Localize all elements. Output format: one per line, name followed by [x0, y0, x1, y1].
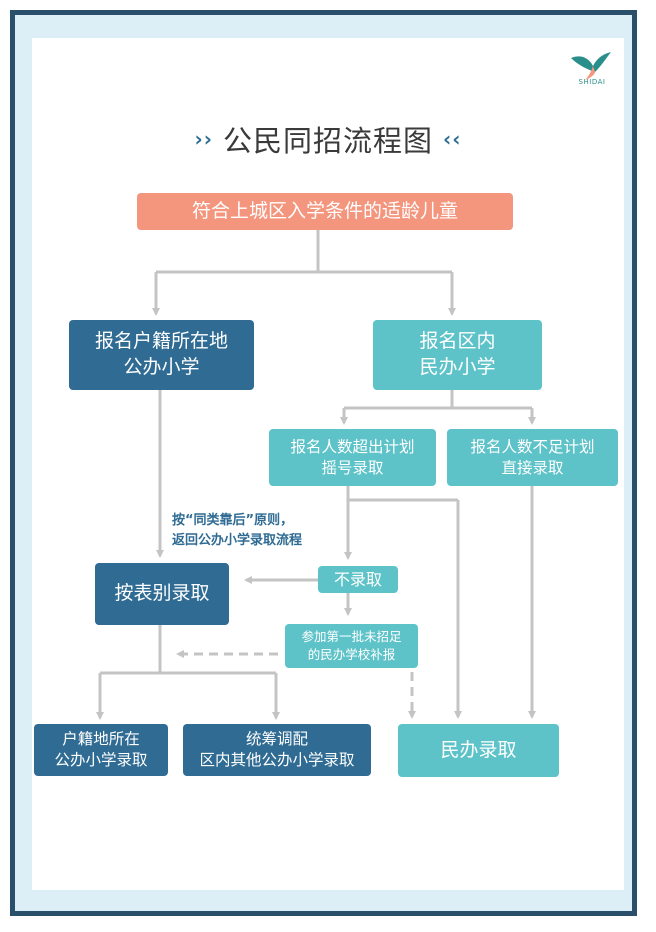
- node-not-admitted-label: 不录取: [333, 569, 382, 589]
- title-row: ›› 公民同招流程图 ‹‹: [0, 118, 656, 160]
- node-under-plan: 报名人数不足计划 直接录取: [447, 429, 618, 486]
- node-eligible-label: 符合上城区入学条件的适龄儿童: [191, 199, 458, 222]
- rule-note-line2: 返回公办小学录取流程: [172, 532, 303, 548]
- node-public-apply-line1: 报名户籍所在地: [94, 330, 228, 353]
- node-under-plan-line1: 报名人数不足计划: [470, 437, 595, 456]
- node-private-apply-line1: 报名区内: [419, 330, 496, 353]
- node-by-category-label: 按表别录取: [114, 582, 210, 605]
- node-hukou-admit-line2: 公办小学录取: [54, 751, 148, 769]
- node-under-plan-line2: 直接录取: [501, 458, 564, 477]
- node-over-plan-line1: 报名人数超出计划: [290, 437, 415, 456]
- node-coordinated-line2: 区内其他公办小学录取: [199, 751, 355, 769]
- chevron-left-icon: ‹‹: [443, 127, 462, 151]
- node-supplementary: 参加第一批未招足 的民办学校补报: [285, 624, 418, 668]
- node-private-apply-line2: 民办小学: [419, 356, 496, 378]
- node-private-admit: 民办录取: [398, 724, 559, 777]
- node-supplementary-line2: 的民办学校补报: [307, 647, 396, 662]
- node-hukou-admit-line1: 户籍地所在: [62, 730, 140, 749]
- bird-logo-icon: [571, 52, 611, 80]
- rule-note: 按“同类靠后”原则， 返回公办小学录取流程: [172, 511, 302, 550]
- node-eligible-children: 符合上城区入学条件的适龄儿童: [137, 193, 513, 230]
- node-hukou-admit: 户籍地所在 公办小学录取: [34, 724, 168, 776]
- node-coordinated-line1: 统筹调配: [245, 730, 308, 749]
- node-supplementary-line1: 参加第一批未招足: [301, 628, 402, 644]
- node-coordinated: 统筹调配 区内其他公办小学录取: [183, 724, 371, 776]
- logo-text: SHIDAI: [578, 78, 606, 86]
- page-title: 公民同招流程图: [222, 124, 433, 158]
- node-private-admit-label: 民办录取: [440, 738, 517, 761]
- node-by-category: 按表别录取: [95, 563, 229, 625]
- node-over-plan: 报名人数超出计划 摇号录取: [269, 429, 436, 486]
- node-over-plan-line2: 摇号录取: [321, 458, 384, 477]
- node-private-apply: 报名区内 民办小学: [373, 320, 542, 390]
- node-public-apply: 报名户籍所在地 公办小学: [69, 320, 254, 390]
- node-not-admitted: 不录取: [318, 566, 398, 593]
- node-public-apply-line2: 公办小学: [123, 356, 200, 378]
- rule-note-line1: 按“同类靠后”原则，: [172, 513, 294, 528]
- chevron-right-icon: ››: [194, 127, 213, 151]
